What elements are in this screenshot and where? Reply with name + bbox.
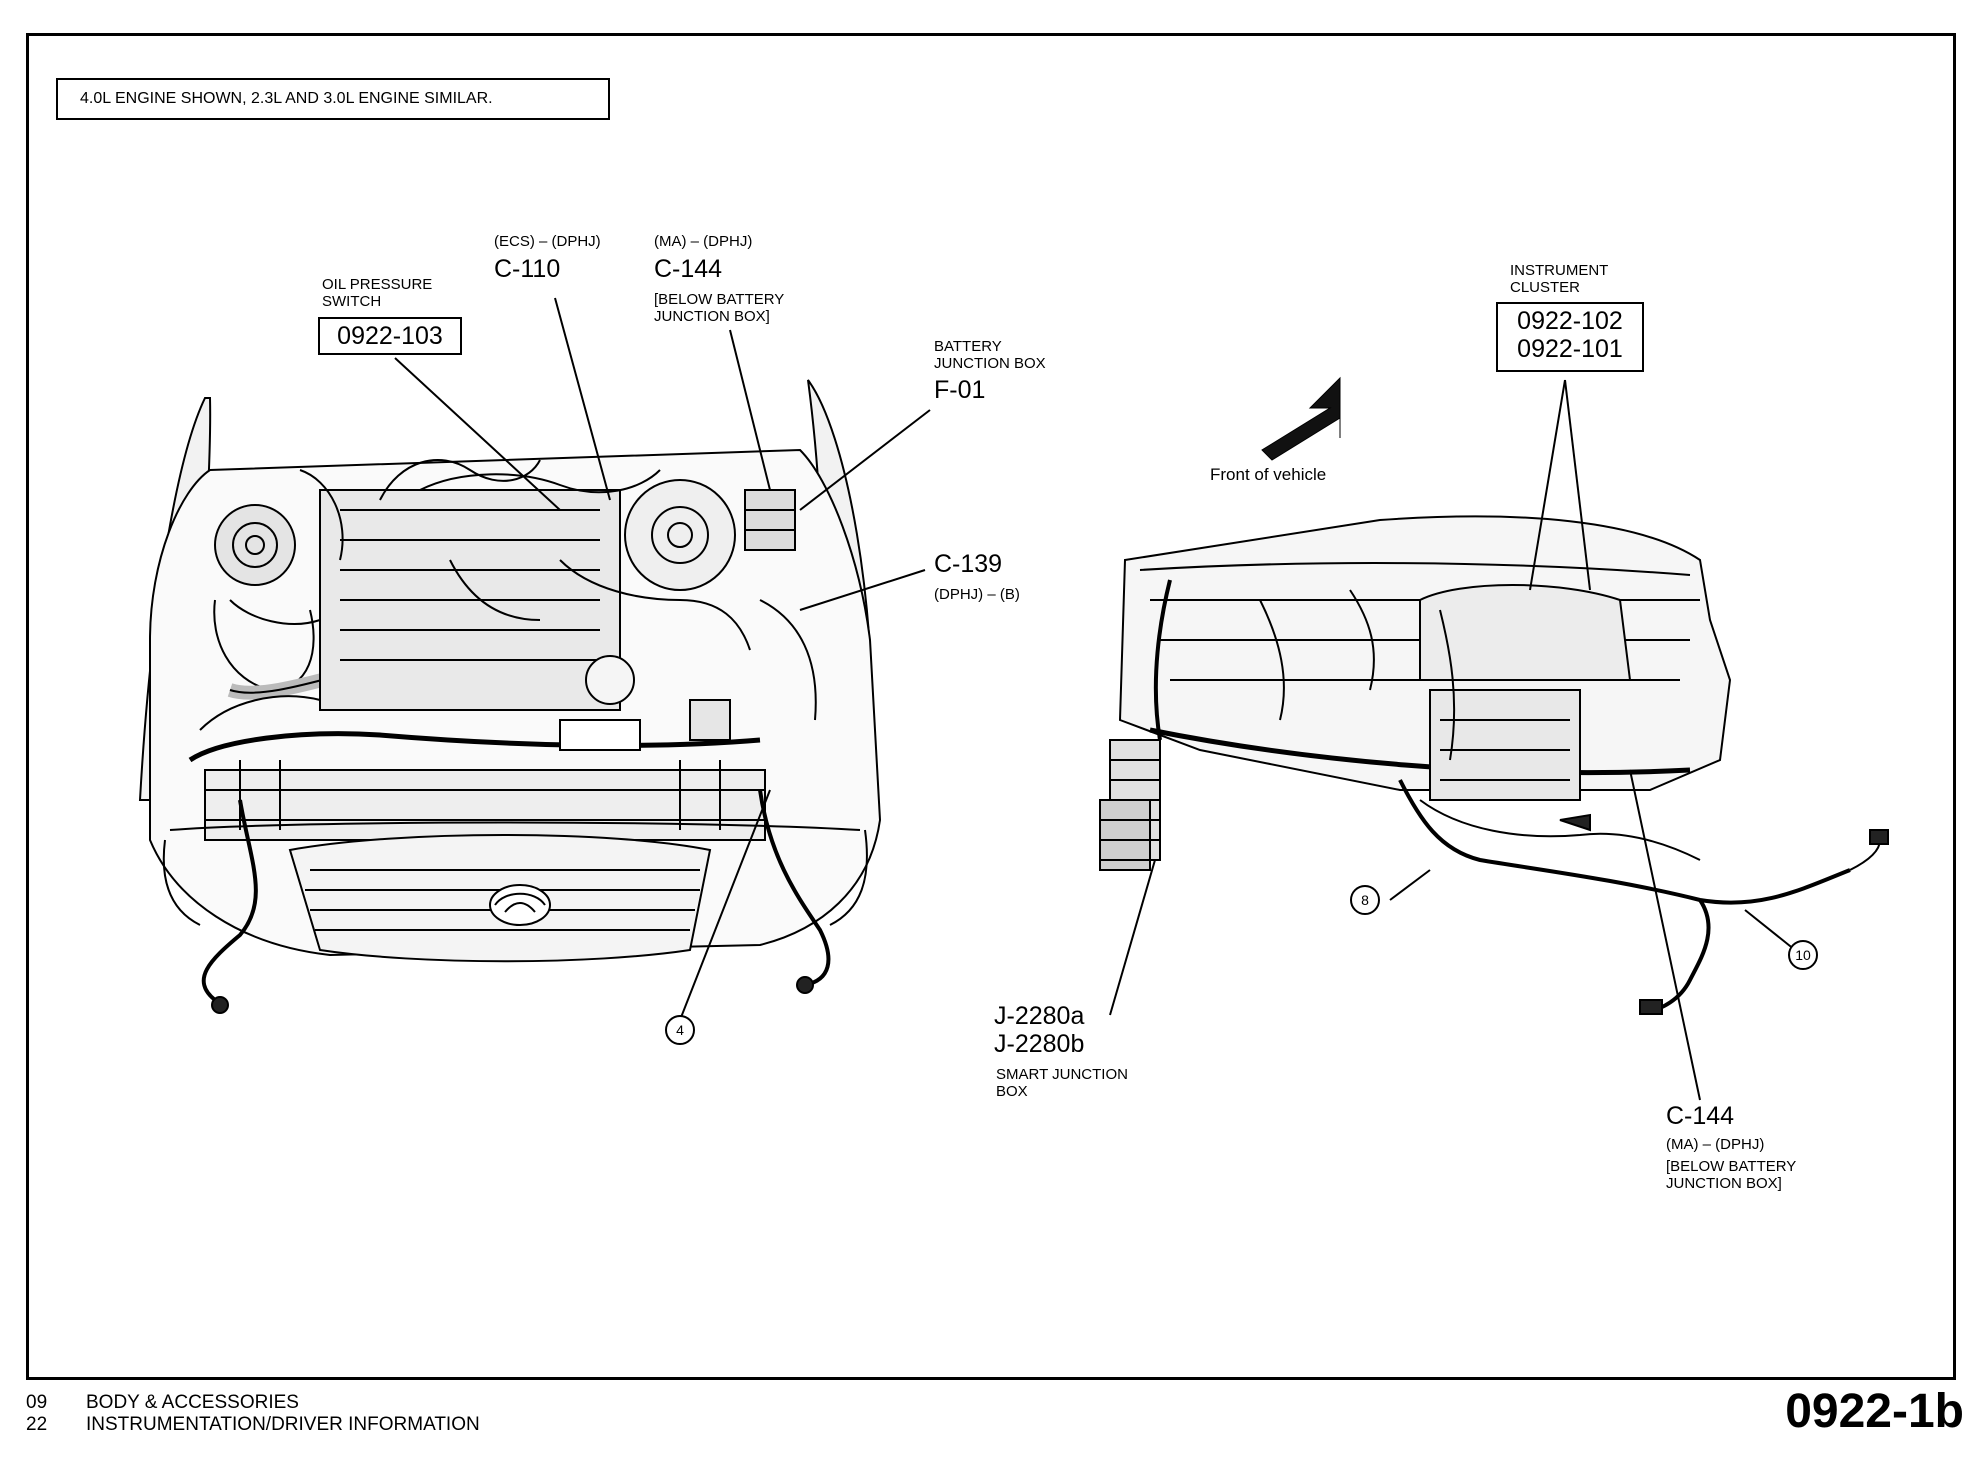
c144-top-note-2: JUNCTION BOX] [654,308,770,325]
c144-top-note-1: [BELOW BATTERY [654,291,785,308]
sjb-label-2: BOX [996,1083,1028,1100]
engine-bay-illustration [138,379,882,1014]
oil-pressure-ref-box: 0922-103 [318,317,462,355]
c144-bottom-note-2: JUNCTION BOX] [1666,1175,1782,1192]
instrument-cluster-ref-2: 0922-101 [1517,335,1623,363]
callout-4: 4 [665,1015,695,1045]
c139-id: C-139 [934,550,1003,578]
dashboard-illustration [1099,515,1889,1015]
footer-section-number: 09 [26,1392,48,1413]
c144-bottom-id: C-144 [1666,1102,1735,1130]
c110-id: C-110 [494,255,561,283]
c110-code: (ECS) – (DPHJ) [494,233,601,250]
front-of-vehicle-label: Front of vehicle [1210,465,1327,484]
c139-code: (DPHJ) – (B) [934,586,1020,603]
page-id: 0922-1b [1785,1385,1964,1438]
c144-bottom-note-1: [BELOW BATTERY [1666,1158,1797,1175]
leader-lines [394,297,1796,1101]
footer-subsection-name: INSTRUMENTATION/DRIVER INFORMATION [86,1414,480,1435]
diagram-frame [26,33,1956,1380]
instrument-cluster-label-1: INSTRUMENT [1510,262,1609,279]
instrument-cluster-ref-box: 0922-102 0922-101 [1496,302,1644,372]
callout-10: 10 [1788,940,1818,970]
front-arrow-icon [1261,376,1341,461]
footer-subsection-number: 22 [26,1414,48,1435]
engine-note: 4.0L ENGINE SHOWN, 2.3L AND 3.0L ENGINE … [56,78,610,120]
battery-jb-label-2: JUNCTION BOX [934,355,1046,372]
battery-jb-label-1: BATTERY [934,338,1002,355]
oil-pressure-label-1: OIL PRESSURE [322,276,433,293]
c144-top-id: C-144 [654,255,723,283]
instrument-cluster-label-2: CLUSTER [1510,279,1581,296]
c144-bottom-code: (MA) – (DPHJ) [1666,1136,1765,1153]
instrument-cluster-ref-1: 0922-102 [1517,307,1623,335]
footer-section-name: BODY & ACCESSORIES [86,1392,299,1413]
sjb-id-2: J-2280b [994,1030,1085,1058]
oil-pressure-label-2: SWITCH [322,293,382,310]
sjb-label-1: SMART JUNCTION [996,1066,1128,1083]
c144-top-code: (MA) – (DPHJ) [654,233,753,250]
callout-8: 8 [1350,885,1380,915]
sjb-id-1: J-2280a [994,1002,1085,1030]
battery-jb-id: F-01 [934,376,986,404]
